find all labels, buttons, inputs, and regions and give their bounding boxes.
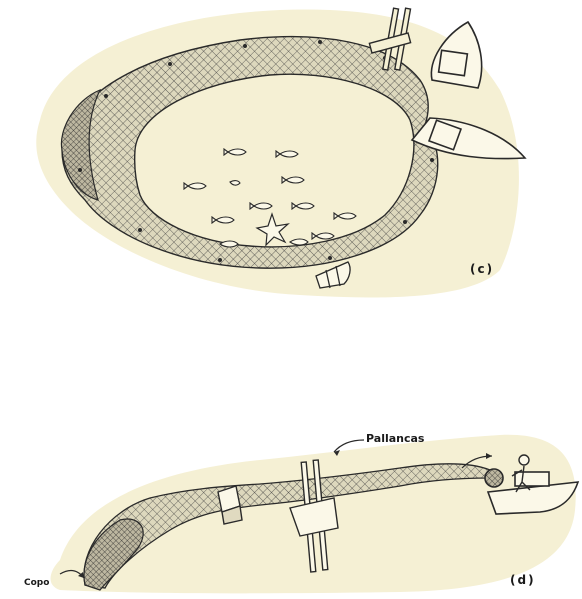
- panel-c-label: (c): [470, 262, 494, 276]
- copo-label: Copo: [24, 578, 49, 588]
- panel-d: [51, 435, 578, 594]
- boat-upper: [431, 22, 481, 88]
- pallancas-label: Pallancas: [366, 432, 424, 445]
- panel-d-label: (d): [510, 573, 536, 587]
- panel-c: [36, 8, 525, 297]
